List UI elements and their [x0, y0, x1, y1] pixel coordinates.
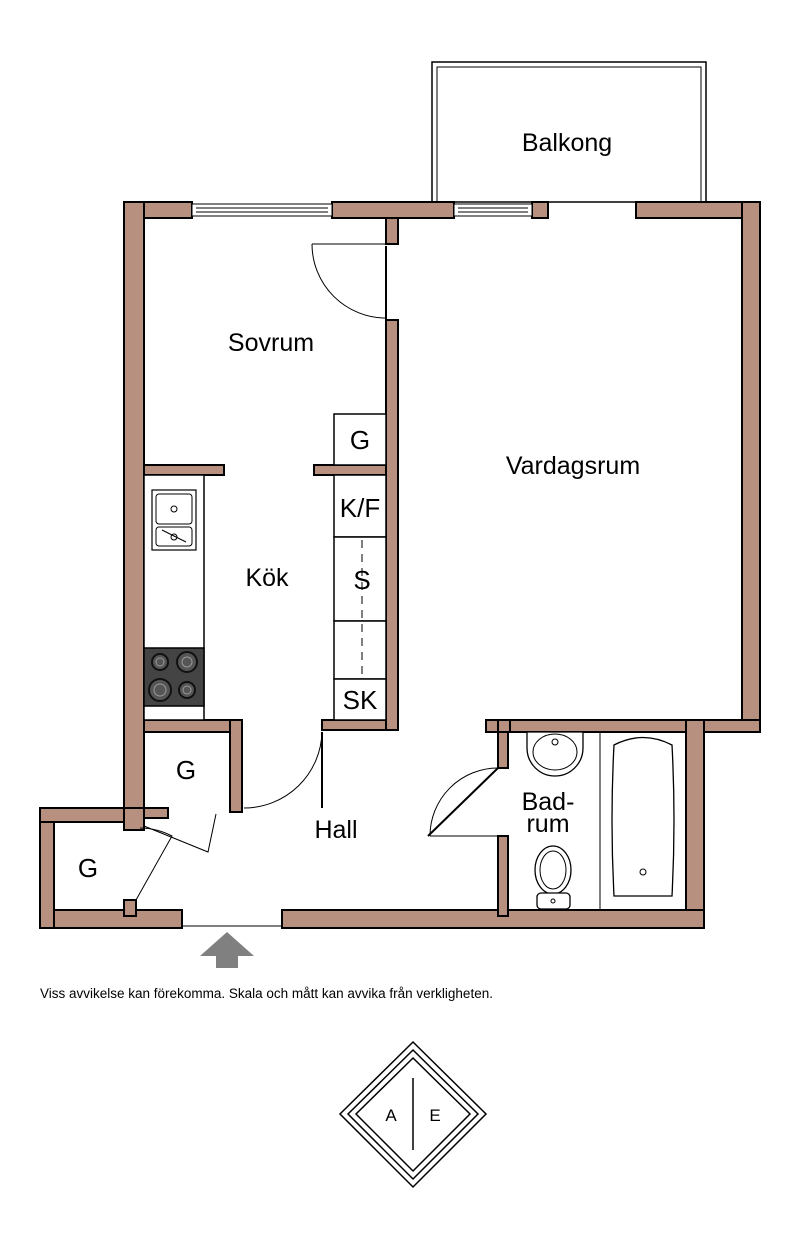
compass-letter-left: A	[385, 1106, 397, 1125]
fixture-label-garderob-entre: G	[78, 853, 98, 883]
fixture-label-garderob-sovrum: G	[350, 425, 370, 455]
windows	[191, 203, 533, 217]
room-label-hall: Hall	[314, 816, 357, 844]
room-label-bad-line2: rum	[526, 810, 569, 838]
walls	[39, 201, 761, 929]
toilet-icon	[534, 845, 572, 910]
room-label-sovrum: Sovrum	[228, 329, 314, 357]
washbasin-icon	[526, 731, 584, 777]
doors	[135, 243, 499, 927]
entrance-arrow-icon	[200, 932, 254, 968]
fixture-label-skap: S	[353, 565, 370, 595]
stove-icon	[143, 647, 205, 707]
sink-icon	[151, 489, 197, 551]
compass-letter-right: E	[429, 1106, 440, 1125]
room-label-balkong: Balkong	[522, 129, 612, 157]
bathtub-icon	[599, 732, 675, 910]
room-label-vardagsrum: Vardagsrum	[506, 452, 640, 480]
compass-logo: A E	[338, 1040, 488, 1189]
fixture-label-kyl-frys: K/F	[340, 493, 380, 523]
room-label-bad-line1: Bad-	[522, 788, 575, 816]
bathroom-fixtures	[526, 731, 675, 910]
balcony	[431, 61, 707, 203]
storage-column	[333, 413, 387, 721]
disclaimer-text: Viss avvikelse kan förekomma. Skala och …	[40, 986, 493, 1001]
fixture-label-stadskap: SK	[343, 685, 378, 715]
room-label-kok: Kök	[245, 564, 289, 592]
fixture-label-garderob-hall: G	[176, 755, 196, 785]
kitchen-counter	[143, 474, 205, 721]
